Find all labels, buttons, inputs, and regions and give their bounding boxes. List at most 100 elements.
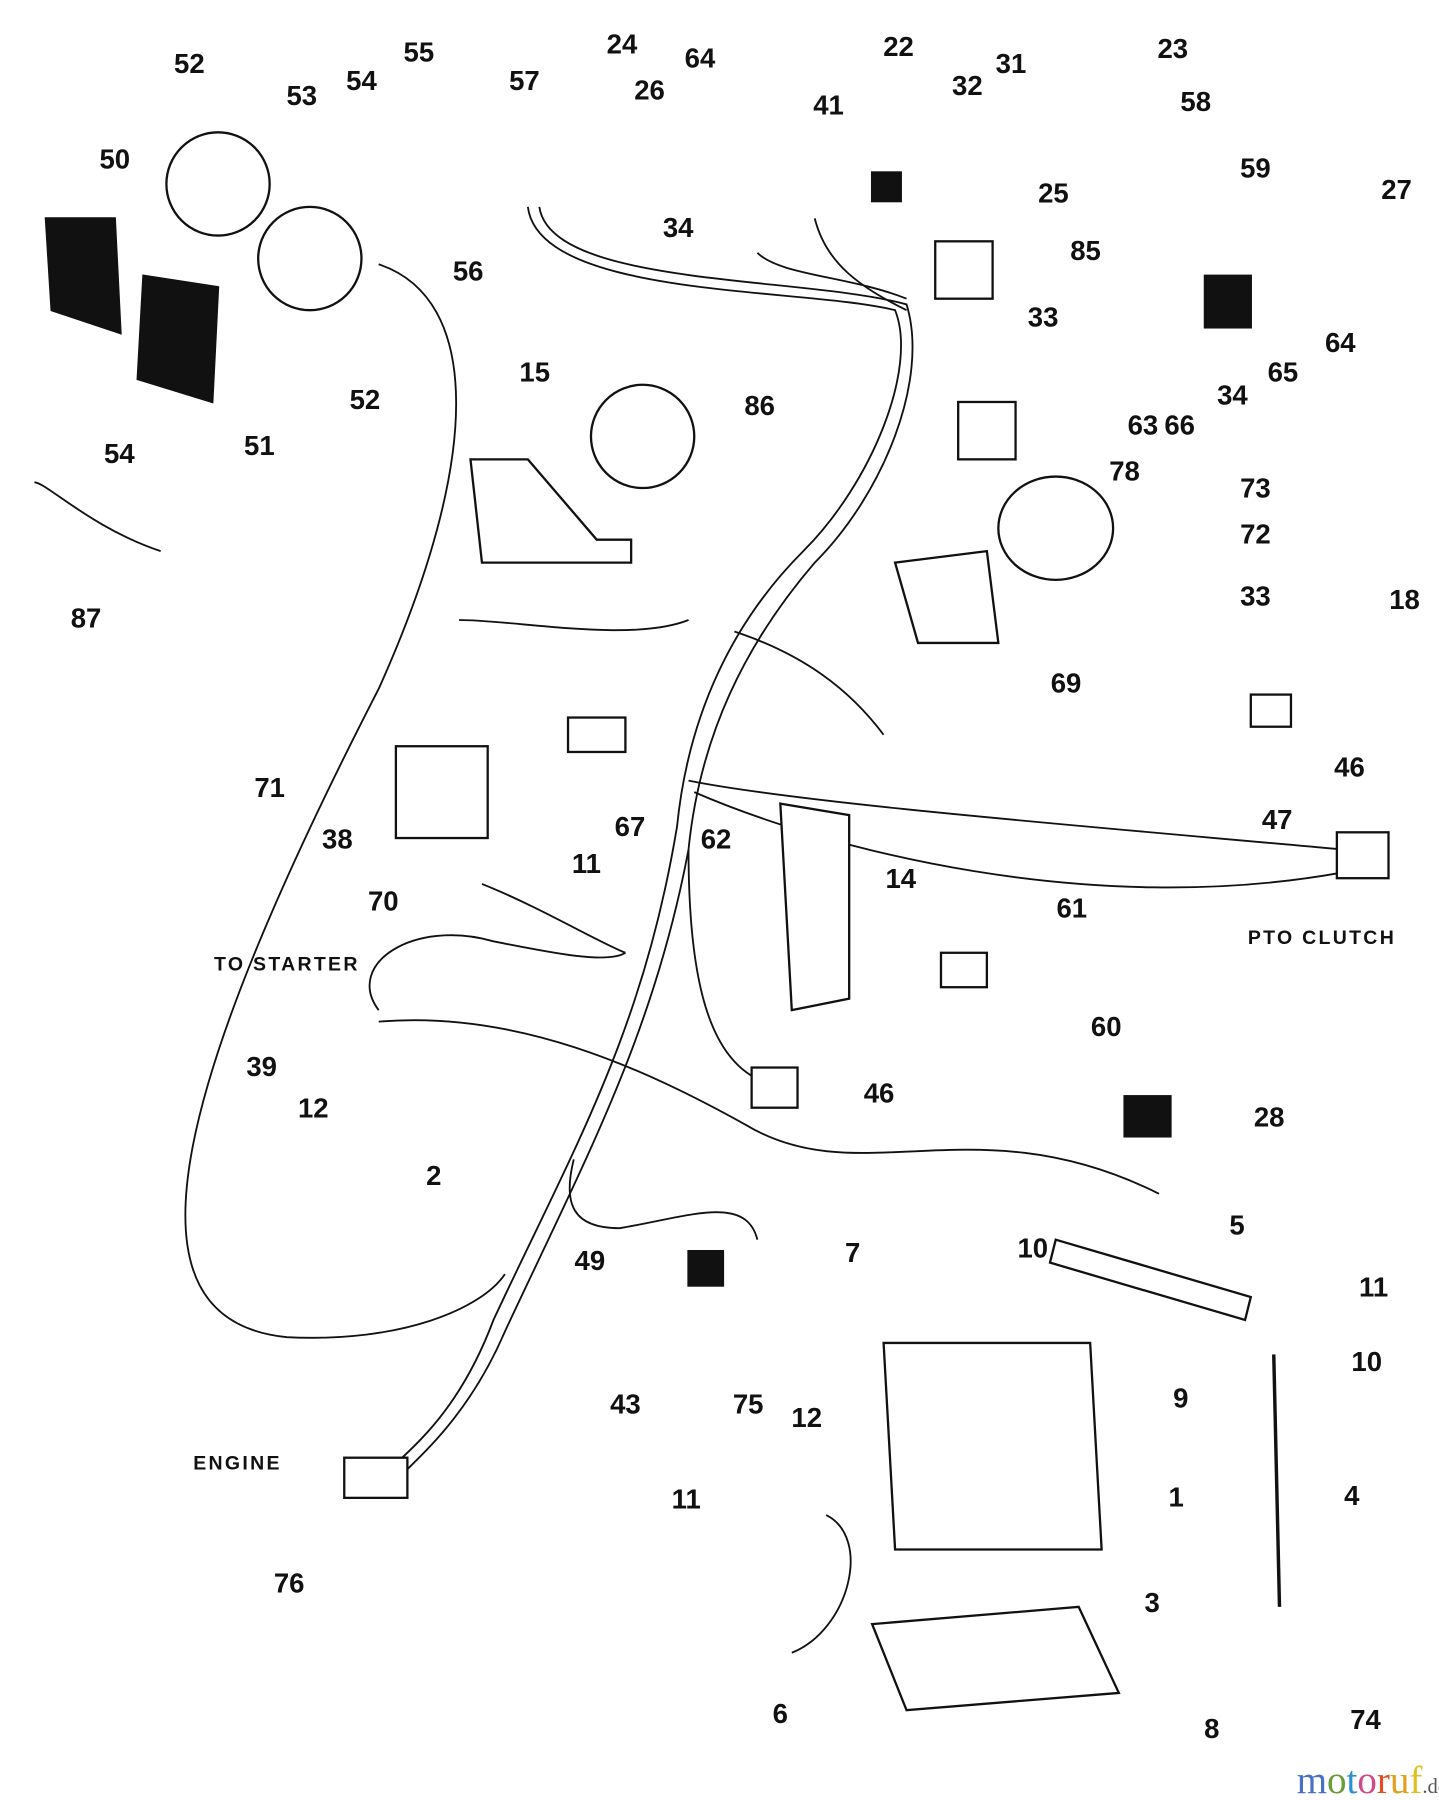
gauge-bracket-15: [469, 458, 633, 564]
connector-85: [934, 240, 994, 300]
part-label-70: 70: [368, 886, 399, 917]
part-label-4: 4: [1344, 1480, 1360, 1511]
part-label-76: 76: [274, 1567, 305, 1598]
connector-78: [957, 400, 1017, 461]
part-label-5: 5: [1229, 1209, 1244, 1240]
svg-text:motoruf.de: motoruf.de: [1297, 1759, 1439, 1800]
part-label-3: 3: [1144, 1587, 1159, 1618]
part-label-11: 11: [572, 848, 601, 879]
gauge-bracket-69: [893, 549, 1000, 645]
part-label-75: 75: [733, 1388, 764, 1419]
part-label-59: 59: [1240, 152, 1271, 183]
part-label-58: 58: [1180, 86, 1211, 117]
part-label-78: 78: [1109, 455, 1140, 486]
hold-down-5: [1048, 1238, 1253, 1322]
part-label-14: 14: [885, 863, 916, 894]
part-label-11: 11: [672, 1484, 701, 1515]
switch-61: [939, 951, 989, 989]
part-label-51: 51: [244, 430, 275, 461]
part-label-15: 15: [519, 357, 550, 388]
part-label-9: 9: [1173, 1383, 1188, 1414]
parts: [34, 131, 1390, 1712]
part-label-61: 61: [1056, 893, 1087, 924]
part-label-52: 52: [350, 384, 381, 415]
part-label-74: 74: [1350, 1704, 1381, 1735]
caption-pto-clutch: PTO CLUTCH: [1248, 927, 1396, 949]
part-label-12: 12: [791, 1402, 822, 1433]
part-label-33: 33: [1240, 580, 1271, 611]
part-label-23: 23: [1157, 33, 1188, 64]
cap-65: [1203, 274, 1252, 329]
part-label-65: 65: [1268, 357, 1299, 388]
part-label-41: 41: [813, 89, 844, 120]
part-label-73: 73: [1240, 473, 1271, 504]
part-label-85: 85: [1070, 235, 1101, 266]
watermark-logo: motoruf.de: [1297, 1759, 1439, 1800]
part-label-34: 34: [1217, 380, 1248, 411]
part-label-27: 27: [1381, 174, 1412, 205]
part-label-25: 25: [1038, 178, 1069, 209]
part-label-10: 10: [1351, 1346, 1382, 1377]
part-label-10: 10: [1017, 1232, 1048, 1263]
part-label-50: 50: [99, 143, 130, 174]
part-label-72: 72: [1240, 519, 1271, 550]
part-label-1: 1: [1169, 1481, 1184, 1512]
headlight-right: [257, 205, 363, 312]
regulator-70: [394, 745, 489, 840]
part-label-47: 47: [1262, 804, 1293, 835]
part-label-86: 86: [744, 390, 775, 421]
part-label-56: 56: [453, 256, 484, 287]
part-label-71: 71: [254, 772, 285, 803]
battery-1: [882, 1341, 1103, 1551]
rod-4: [1272, 1354, 1282, 1607]
harness-wires: [184, 206, 1343, 1476]
part-label-43: 43: [610, 1388, 641, 1419]
part-label-2: 2: [426, 1160, 441, 1191]
part-label-87: 87: [71, 602, 102, 633]
part-label-69: 69: [1051, 668, 1082, 699]
part-label-8: 8: [1204, 1713, 1219, 1744]
part-label-66: 66: [1164, 409, 1195, 440]
part-label-49: 49: [575, 1245, 606, 1276]
part-label-39: 39: [246, 1051, 277, 1082]
part-label-24: 24: [607, 29, 638, 60]
part-label-46: 46: [1334, 751, 1365, 782]
part-label-57: 57: [509, 65, 540, 96]
gauge-15: [589, 383, 696, 490]
part-label-63: 63: [1128, 409, 1159, 440]
part-label-64: 64: [1325, 327, 1356, 358]
part-label-7: 7: [845, 1237, 860, 1268]
part-label-60: 60: [1091, 1011, 1122, 1042]
part-label-46: 46: [864, 1077, 895, 1108]
cable-6: [791, 1514, 852, 1654]
part-label-34: 34: [663, 212, 694, 243]
part-label-11: 11: [1359, 1271, 1388, 1302]
connector-47: [1335, 831, 1390, 880]
part-label-32: 32: [952, 70, 983, 101]
headlight-left: [165, 131, 271, 237]
connector-67: [566, 716, 627, 754]
bracket-14: [779, 802, 851, 1012]
connector-76: [343, 1456, 409, 1500]
part-label-28: 28: [1254, 1101, 1285, 1132]
connector-46b: [1249, 693, 1293, 728]
part-label-22: 22: [883, 31, 914, 62]
part-label-31: 31: [996, 48, 1027, 79]
part-label-62: 62: [701, 824, 732, 855]
cap-28: [1123, 1095, 1172, 1138]
part-label-54: 54: [104, 438, 135, 469]
part-label-55: 55: [404, 37, 435, 68]
cable-87: [34, 481, 161, 553]
gauge-69: [997, 475, 1115, 581]
part-label-6: 6: [773, 1698, 788, 1729]
connector-41: [870, 171, 902, 203]
caption-to-starter: TO STARTER: [214, 954, 360, 976]
part-label-12: 12: [298, 1092, 329, 1123]
part-label-26: 26: [634, 74, 665, 105]
part-label-38: 38: [322, 824, 353, 855]
part-label-53: 53: [286, 80, 317, 111]
part-label-54: 54: [346, 65, 377, 96]
headlight-bezel-51: [136, 274, 220, 404]
